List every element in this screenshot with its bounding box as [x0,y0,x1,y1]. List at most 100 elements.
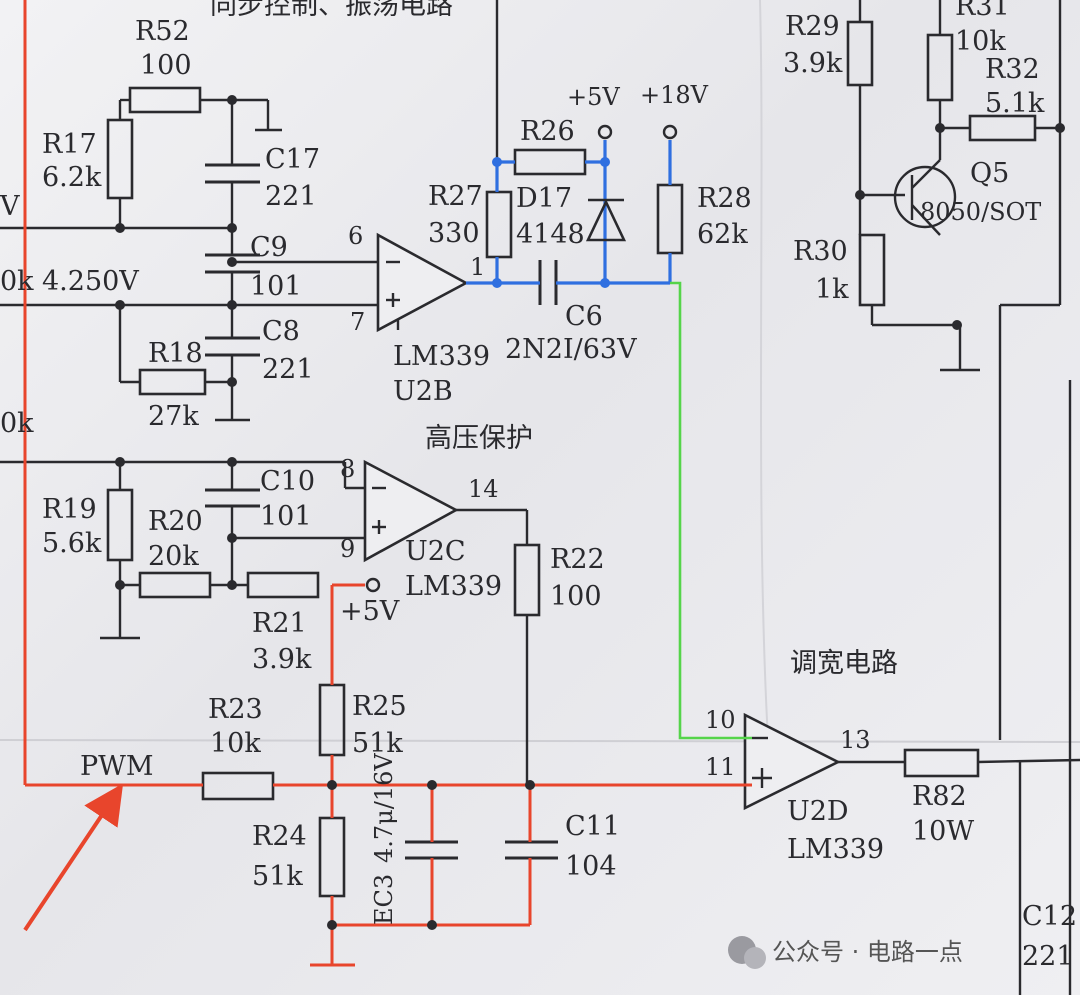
title-partial: 同步控制、振荡电路 [210,0,453,21]
ec3-label-group: EC3 4.7μ/16V [370,753,398,925]
value-c12: 221 [1022,941,1074,972]
label-r24: R24 [252,821,307,852]
label-r19: R19 [42,494,97,525]
resistor-bodies [106,20,1037,898]
label-c10: C10 [260,466,315,497]
rail-18v: +18V [640,81,709,109]
value-r32: 5.1k [985,88,1045,119]
value-q5: 8050/SOT [920,198,1041,226]
plus18v-terminal [662,124,678,140]
label-r25: R25 [352,691,407,722]
value-r23: 10k [210,728,261,759]
value-r27: 330 [428,218,480,249]
section-pwm-circuit: 调宽电路 [790,648,898,679]
value-d17: 4148 [516,219,585,250]
label-q5: Q5 [970,158,1009,189]
label-r17: R17 [42,129,97,160]
value-ec3: 4.7μ/16V [370,753,398,863]
label-c11: C11 [565,811,620,842]
u2d-part: LM339 [787,834,884,865]
pin-1: 1 [470,253,485,281]
value-r18: 27k [148,401,199,432]
value-c11: 104 [565,851,617,882]
pwm-arrow [23,783,124,932]
value-r21: 3.9k [252,644,312,675]
label-r26: R26 [520,116,575,147]
pin-9: 9 [340,535,355,563]
d17-diode [585,198,627,242]
paper-fold [0,739,1080,743]
plus5v-terminal-b [365,577,381,593]
value-c10: 101 [260,501,312,532]
pin-8: 8 [340,455,355,483]
pin-14: 14 [468,475,499,503]
label-r28: R28 [697,183,752,214]
rail-5v-b: +5V [340,596,400,627]
value-r29: 3.9k [783,48,843,79]
label-r29: R29 [785,11,840,42]
u2b-part: LM339 [393,341,490,372]
node-4250v: 4.250V [42,266,139,297]
label-c12: C12 [1022,901,1077,932]
comparator-symbols [363,232,841,811]
value-c9: 101 [250,271,302,302]
value-c17: 221 [265,181,317,212]
value-r31: 10k [955,26,1006,57]
value-r30: 1k [815,274,849,305]
label-ec3: EC3 [370,874,398,925]
label-r27: R27 [428,181,483,212]
value-r82: 10W [912,816,974,847]
pin-6: 6 [348,222,363,250]
u2b-name: U2B [393,376,453,407]
label-c17: C17 [265,144,320,175]
label-r32: R32 [985,54,1040,85]
watermark-text: 公众号 · 电路一点 [772,938,963,966]
u2c-part: LM339 [405,571,502,602]
node-left-0k-a: 0k [0,266,34,297]
label-r30: R30 [793,236,848,267]
label-r52: R52 [135,16,190,47]
label-r23: R23 [208,694,263,725]
label-r20: R20 [148,506,203,537]
value-r22: 100 [550,581,602,612]
value-r19: 5.6k [42,528,102,559]
value-r52: 100 [140,50,192,81]
value-r20: 20k [148,541,199,572]
paper-crease [759,0,769,741]
label-d17: D17 [516,183,572,214]
node-left-0k-b: 0k [0,408,34,439]
value-c8: 221 [262,354,314,385]
label-c6: C6 [565,301,603,332]
label-r21: R21 [252,608,307,639]
label-c9: C9 [250,232,288,263]
value-r28: 62k [697,219,748,250]
value-c6: 2N2I/63V [505,334,637,365]
red-trace [23,0,752,967]
label-r31: R31 [955,0,1010,22]
u2c-name: U2C [405,536,466,567]
value-r17: 6.2k [42,162,102,193]
label-r82: R82 [912,781,967,812]
blue-dots [492,157,610,288]
q5-transistor [893,165,957,229]
label-r22: R22 [550,544,605,575]
pin-7: 7 [350,308,365,336]
plus5v-terminal [597,124,613,140]
node-left-v: V [0,191,20,222]
watermark: 公众号 · 电路一点 [728,936,963,969]
rail-5v: +5V [567,83,620,111]
u2d-name: U2D [787,796,849,827]
value-r25: 51k [352,728,403,759]
junction-dots [115,95,1065,590]
comparator-signs [372,260,772,788]
pin-11: 11 [705,753,736,781]
green-trace [670,281,752,740]
value-r24: 51k [252,861,303,892]
section-hv-protect: 高压保护 [425,423,533,454]
pin-10: 10 [705,706,736,734]
signal-pwm: PWM [80,751,154,782]
label-r18: R18 [148,338,203,369]
